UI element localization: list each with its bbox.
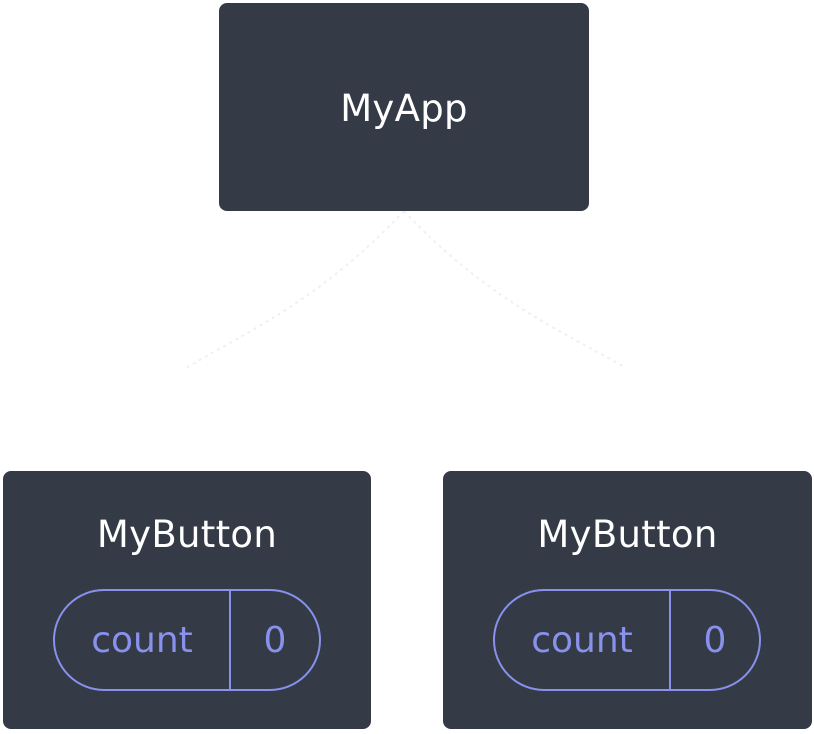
state-value: 0: [263, 620, 287, 661]
myapp-title: MyApp: [340, 87, 468, 130]
mybutton-component-node: MyButton count 0: [3, 471, 371, 729]
mybutton-title: MyButton: [537, 513, 718, 556]
mybutton-component-node: MyButton count 0: [443, 471, 812, 729]
edge-left: [185, 210, 405, 369]
count-state-pill: count 0: [493, 589, 761, 691]
myapp-component-node: MyApp: [219, 3, 589, 211]
state-label: count: [531, 620, 633, 661]
edge-right: [403, 210, 627, 369]
state-label: count: [91, 620, 193, 661]
pill-divider: [229, 591, 231, 689]
count-state-pill: count 0: [53, 589, 321, 691]
mybutton-title: MyButton: [96, 513, 278, 556]
state-value: 0: [703, 620, 727, 661]
pill-divider: [669, 591, 671, 689]
